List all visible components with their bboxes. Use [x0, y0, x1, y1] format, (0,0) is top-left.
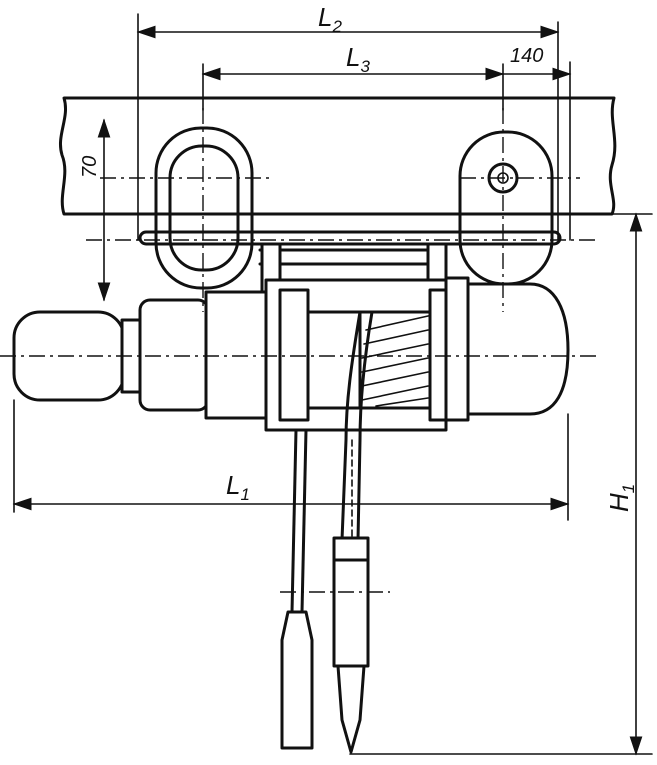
- dimension-l3: L3 140: [201, 42, 572, 241]
- centre-lines: [0, 108, 600, 593]
- gearbox: [444, 276, 570, 422]
- dimension-l3-label: L3: [346, 42, 370, 76]
- dimension-h1: H1: [349, 212, 653, 756]
- dimension-h1-label: H1: [604, 484, 638, 512]
- dimension-l2: L2: [136, 2, 560, 241]
- control-pendant: [280, 428, 314, 750]
- dimension-70-label: 70: [79, 156, 101, 178]
- right-trolley-wheel: [458, 130, 554, 286]
- dimension-70: 70: [79, 118, 111, 302]
- dimension-l1: L1: [12, 399, 570, 521]
- rope-winding: [358, 310, 432, 410]
- dimension-l1-label: L1: [226, 470, 250, 504]
- electric-motor: [12, 290, 268, 420]
- left-trolley-wheel: [154, 126, 254, 290]
- rail-beam: [59, 96, 617, 216]
- dimension-140-label: 140: [510, 45, 543, 67]
- dimension-l2-label: L2: [318, 2, 342, 36]
- hoist-rope-hook: [332, 310, 374, 754]
